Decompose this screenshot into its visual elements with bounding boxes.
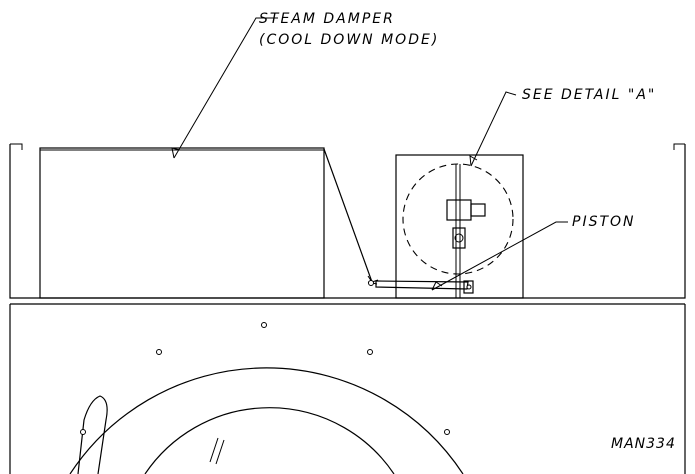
steam-damper-label: STEAM DAMPER (259, 11, 395, 27)
piston-cylinder (367, 280, 474, 294)
cool-down-mode-label: (COOL DOWN MODE) (259, 32, 440, 48)
upper-frame (9, 143, 686, 305)
see-detail-label: SEE DETAIL "A" (522, 87, 657, 103)
piston-label: PISTON (572, 214, 636, 230)
detail-a-box (395, 154, 524, 299)
steam-damper (39, 147, 379, 299)
leader-lines (171, 17, 568, 291)
drawing-number: MAN334 (611, 436, 676, 452)
drum-door (69, 322, 464, 474)
lower-cabinet (9, 304, 686, 474)
